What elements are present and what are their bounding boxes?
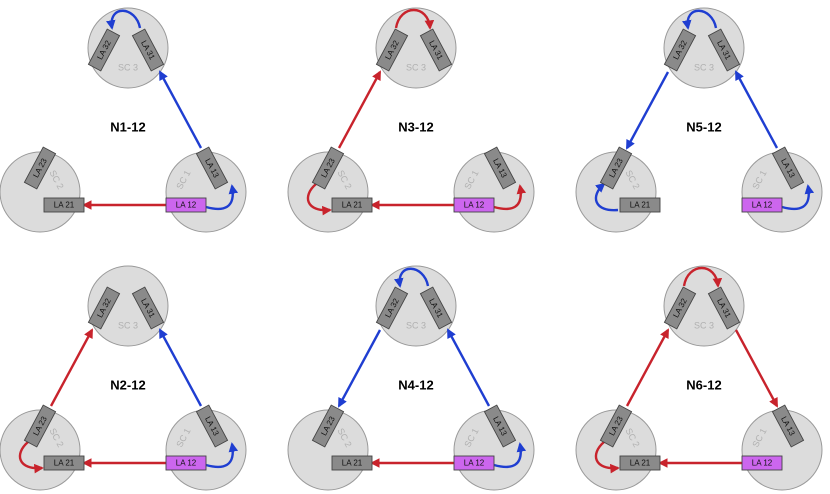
la-box-la13: LA 13 [195,146,229,190]
la-box-la12: LA 12 [453,455,495,471]
la-box-la23: LA 23 [23,404,57,448]
loop-la23-to-la21 [594,182,619,212]
la-box-la23: LA 23 [311,404,345,448]
la-box-la21: LA 21 [331,197,373,213]
node-label-sc3: SC 3 [694,320,714,330]
la-box-la21: LA 21 [43,197,85,213]
link-la32-to-la23 [625,71,670,150]
la-box-la12: LA 12 [453,197,495,213]
la-label-la21: LA 21 [342,459,363,468]
la-box-la32: LA 32 [375,28,409,72]
la-label-la12: LA 12 [176,459,197,468]
la-box-la31: LA 31 [707,28,741,72]
la-label-la21: LA 21 [342,201,363,210]
node-sc3 [87,265,169,347]
la-box-la32: LA 32 [87,28,121,72]
node-label-sc3: SC 3 [118,320,138,330]
la-label-la12: LA 12 [752,459,773,468]
la-label-la12: LA 12 [464,459,485,468]
loop-la12-to-la13 [205,442,239,469]
la-box-la31: LA 31 [707,286,741,330]
link-la13-to-la31 [734,70,779,149]
loop-la12-to-la13 [205,184,239,211]
la-label-la12: LA 12 [752,201,773,210]
loop-la21-to-la23 [306,183,332,216]
la-box-la23: LA 23 [599,146,633,190]
la-box-la23: LA 23 [23,146,57,190]
loop-la31-to-la32 [682,9,718,30]
loop-la21-to-la23 [594,441,620,474]
la-box-la12: LA 12 [741,455,783,471]
loop-la12-to-la13 [493,184,527,211]
link-la13-to-la31 [158,328,203,407]
la-label-la21: LA 21 [630,459,651,468]
loop-la21-to-la23 [18,441,44,474]
panel-title: N1-12 [110,119,145,134]
link-la23-to-la32 [337,70,382,149]
link-la13-to-la31 [158,70,203,149]
loop-la31-to-la32 [106,9,142,30]
loop-la12-to-la13 [781,184,815,211]
link-la32-to-la23 [337,329,382,408]
la-label-la12: LA 12 [176,201,197,210]
la-box-la31: LA 31 [131,28,165,72]
panel-title: N3-12 [398,119,433,134]
la-box-la13: LA 13 [483,404,517,448]
node-label-sc3: SC 3 [406,62,426,72]
panel-title: N2-12 [110,377,145,392]
loop-la32-to-la31 [394,9,435,30]
la-box-la13: LA 13 [483,146,517,190]
la-box-la32: LA 32 [663,286,697,330]
link-la31-to-la13 [734,329,779,408]
la-label-la21: LA 21 [54,201,75,210]
la-box-la31: LA 31 [419,286,453,330]
node-label-sc3: SC 3 [406,320,426,330]
la-box-la32: LA 32 [87,286,121,330]
link-la23-to-la32 [625,328,670,407]
la-box-la21: LA 21 [619,455,661,471]
la-box-la13: LA 13 [771,404,805,448]
la-box-la12: LA 12 [741,197,783,213]
node-label-sc3: SC 3 [694,62,714,72]
la-box-la13: LA 13 [195,404,229,448]
la-box-la23: LA 23 [311,146,345,190]
la-box-la32: LA 32 [663,28,697,72]
panel-title: N6-12 [686,377,721,392]
link-la13-to-la31 [446,328,491,407]
la-box-la32: LA 32 [375,286,409,330]
link-la23-to-la32 [49,328,94,407]
node-label-sc3: SC 3 [118,62,138,72]
la-box-la13: LA 13 [771,146,805,190]
loop-la32-to-la31 [682,267,723,288]
la-box-la31: LA 31 [131,286,165,330]
la-box-la21: LA 21 [619,197,661,213]
la-box-la21: LA 21 [43,455,85,471]
la-box-la12: LA 12 [165,197,207,213]
la-label-la21: LA 21 [54,459,75,468]
la-box-la21: LA 21 [331,455,373,471]
loop-la12-to-la13 [493,442,527,469]
panel-title: N4-12 [398,377,433,392]
loop-la31-to-la32 [394,267,430,288]
la-label-la12: LA 12 [464,201,485,210]
la-box-la23: LA 23 [599,404,633,448]
la-label-la21: LA 21 [630,201,651,210]
panel-title: N5-12 [686,119,721,134]
la-box-la12: LA 12 [165,455,207,471]
la-box-la31: LA 31 [419,28,453,72]
